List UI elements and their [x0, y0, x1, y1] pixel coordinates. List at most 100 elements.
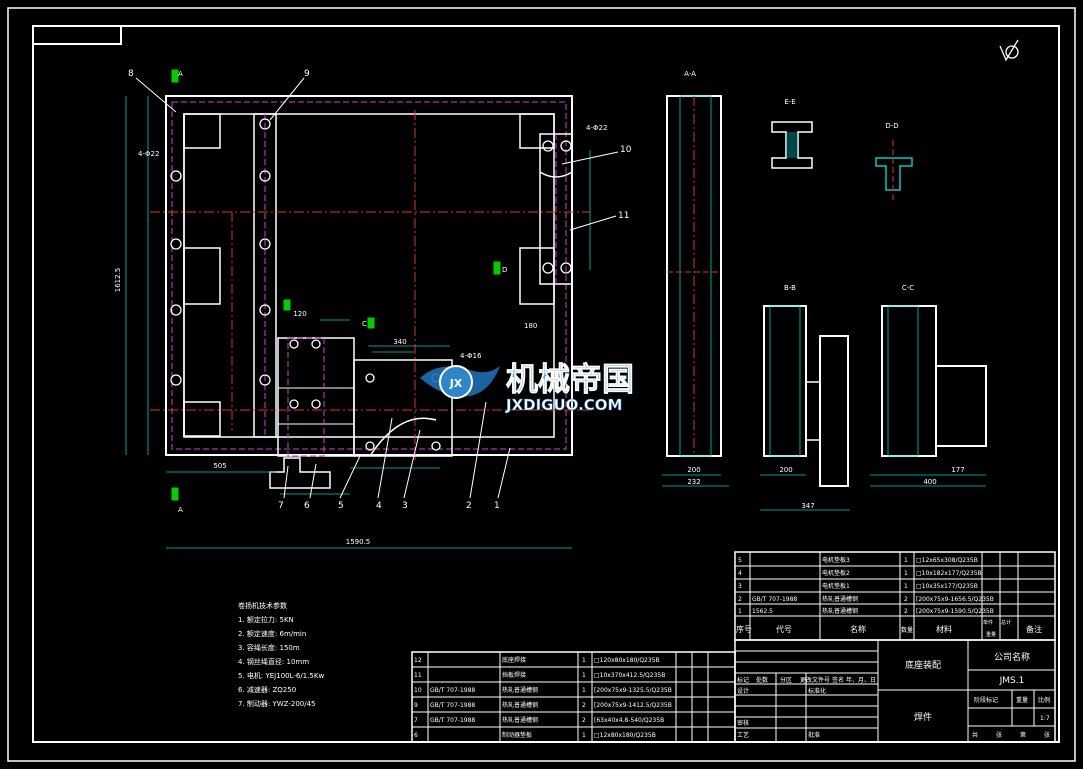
dim-120: 120: [293, 310, 306, 318]
pl-row-no: 12: [414, 657, 422, 664]
section-bb-view: B-B 200 347: [760, 284, 850, 511]
tb-label: 年、月、日: [846, 676, 876, 684]
section-ee-title: E-E: [784, 98, 795, 106]
part-balloons: 8 9 10 11 1 2 3 4 5 6 7: [128, 69, 632, 511]
pr-row-qty: 2: [904, 596, 908, 603]
roughness-symbol: [999, 39, 1019, 62]
balloon-3: 3: [402, 501, 408, 511]
header-remark: 备注: [1026, 624, 1042, 634]
header-code: 代号: [776, 624, 792, 634]
pr-row-qty: 1: [904, 557, 908, 564]
pr-row-material: □10x182x177/Q235B: [916, 570, 982, 577]
title-block: 底座装配 公司名称 JMS.1 焊件 阶段标记 重量 比例 1:7 共 张 第 …: [734, 639, 1056, 743]
pl-row-no: 6: [414, 732, 418, 739]
sheet-total-label: 共: [972, 731, 978, 739]
tech-note-7: 7. 制动器: YWZ-200/45: [238, 699, 316, 708]
pl-row-code: GB/T 707-1988: [430, 717, 475, 724]
aa-dim-232: 232: [687, 478, 700, 486]
tech-note-5: 5. 电机: YEJ100L-6/1.5Kw: [238, 671, 324, 680]
pl-row-name: 热轧普通槽钢: [502, 686, 538, 694]
svg-text:C: C: [362, 320, 367, 328]
bottom-left-dim: 505: [213, 462, 226, 470]
pr-row-name: 电机垫板2: [822, 569, 850, 577]
hole-label-2: 4-Φ16: [460, 352, 482, 360]
header-name: 名称: [850, 624, 866, 634]
bb-dim-347: 347: [801, 502, 814, 510]
cc-dim-177: 177: [951, 466, 964, 474]
drawing-number: JMS.1: [999, 676, 1025, 686]
pl-row-no: 10: [414, 687, 422, 694]
balloon-7: 7: [278, 501, 284, 511]
balloon-1: 1: [494, 501, 500, 511]
pl-row-no: 7: [414, 717, 418, 724]
pl-row-material: □10x370x412.5/Q235B: [594, 672, 665, 679]
scale-label: 比例: [1038, 696, 1050, 704]
outer-border: [7, 7, 1076, 762]
balloon-5: 5: [338, 501, 344, 511]
pr-row-no: 2: [738, 596, 742, 603]
pl-row-name: 热轧普通槽钢: [502, 716, 538, 724]
top-left-tag-box: [32, 25, 122, 45]
overall-width-dim: 1590.5: [346, 538, 371, 546]
left-height-dim: 1612.5: [114, 268, 122, 293]
bb-dim-200: 200: [779, 466, 792, 474]
pl-row-material: □120x80x180/Q235B: [594, 657, 660, 664]
weight-label: 重量: [1016, 696, 1028, 704]
hole-label-1: 4-Φ22: [138, 150, 159, 158]
section-dd-title: D-D: [885, 122, 898, 130]
pl-row-material: [200x75x9-1412.5/Q235B: [594, 702, 672, 709]
balloon-9: 9: [304, 69, 310, 79]
pr-row-qty: 1: [904, 570, 908, 577]
balloon-4: 4: [376, 501, 382, 511]
tb-label: 标记: [737, 676, 749, 684]
tb-label: 工艺: [737, 731, 749, 739]
watermark-brand-cn: 机械帝国: [506, 360, 634, 398]
sheet-unit-label: 张: [996, 731, 1002, 739]
company-name: 公司名称: [994, 651, 1030, 663]
pr-row-code: GB/T 707-1988: [752, 596, 797, 603]
pr-row-qty: 2: [904, 608, 908, 615]
pl-row-qty: 2: [582, 702, 586, 709]
pr-row-material: □10x35x177/Q235B: [916, 583, 978, 590]
section-cc-view: C-C 177 400: [870, 284, 987, 487]
svg-text:D: D: [502, 266, 507, 274]
balloon-6: 6: [304, 501, 310, 511]
plan-view: A A D C 1590.5 1612.5 505 4-Φ22 4-Φ22 4-…: [114, 69, 619, 549]
pr-row-qty: 1: [904, 583, 908, 590]
header-weight: 重量: [986, 631, 996, 638]
section-aa-view: A-A 200 232: [662, 70, 729, 487]
dim-180: 180: [524, 322, 537, 330]
pl-row-name: 底座焊接: [502, 656, 526, 664]
balloon-11: 11: [618, 211, 629, 221]
pr-row-no: 4: [738, 570, 742, 577]
tb-label: 标准化: [808, 687, 826, 695]
tb-label: 签名: [832, 676, 844, 684]
pl-row-no: 9: [414, 702, 418, 709]
header-material: 材料: [936, 624, 952, 634]
header-qty: 数量: [901, 626, 913, 634]
watermark-brand-url: JXDIGUO.COM: [505, 396, 622, 414]
tech-note-4: 4. 钢丝绳直径: 10mm: [238, 657, 309, 666]
pl-row-no: 11: [414, 672, 422, 679]
pr-row-material: □12x65x308/Q235B: [916, 557, 978, 564]
section-ee-view: E-E: [771, 98, 813, 169]
pl-row-qty: 1: [582, 672, 586, 679]
pr-row-no: 3: [738, 583, 742, 590]
tech-note-6: 6. 减速器: ZQ250: [238, 685, 296, 694]
pl-row-material: [63x40x4.8-540/Q235B: [594, 717, 664, 724]
header-unit: 单件: [983, 619, 993, 626]
header-no: 序号: [736, 624, 752, 634]
section-dd-view: D-D: [875, 122, 913, 200]
hole-label-3: 4-Φ22: [586, 124, 607, 132]
watermark-logo: JX 机械帝国 JXDIGUO.COM: [420, 360, 634, 414]
stage-label: 阶段标记: [974, 696, 998, 704]
tech-note-2: 2. 额定速度: 6m/min: [238, 629, 306, 638]
tech-note-3: 3. 容绳长度: 150m: [238, 643, 300, 652]
tb-label: 更改文件号: [800, 676, 830, 684]
pr-row-name: 热轧普通槽钢: [822, 607, 858, 615]
pl-row-qty: 1: [582, 732, 586, 739]
sheet-unit-label: 张: [1044, 731, 1050, 739]
section-cc-title: C-C: [902, 284, 914, 292]
pl-row-material: [200x75x9-1325.5/Q235B: [594, 687, 672, 694]
